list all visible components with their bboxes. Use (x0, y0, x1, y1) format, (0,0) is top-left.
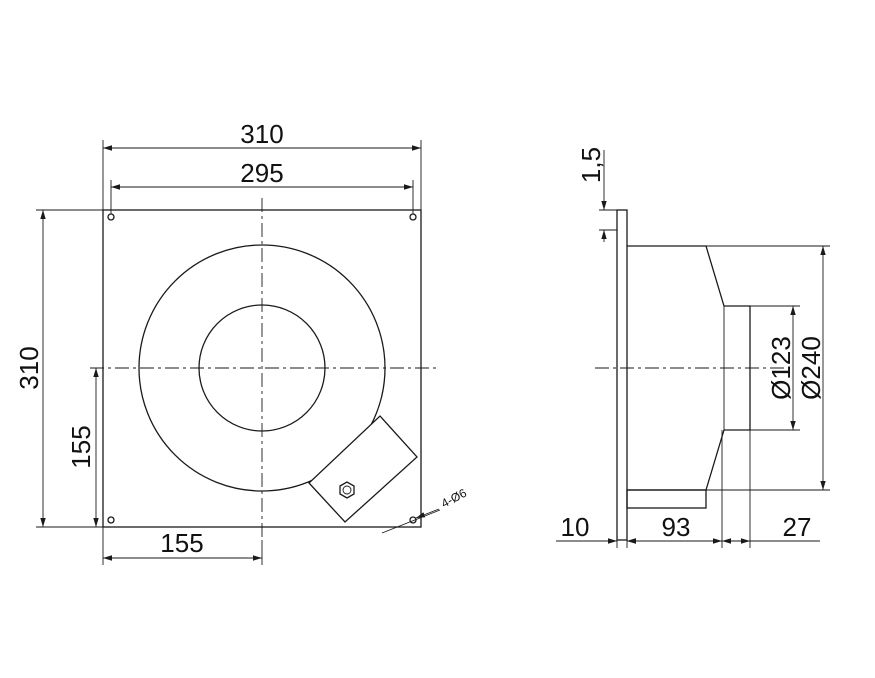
mounting-holes-label: 4-Ø6 (439, 486, 469, 511)
dim-hole-spacing-label: 295 (240, 158, 283, 188)
dim-center-height-label: 155 (66, 425, 96, 468)
dim-center-offset-label: 155 (160, 528, 203, 558)
dim-body-depth-label: 93 (662, 512, 691, 542)
side-view: 1,5 Ø123 Ø240 10 93 27 (556, 147, 830, 548)
front-view: 310 295 310 155 155 4-Ø6 (14, 119, 469, 565)
dim-overall-width-label: 310 (240, 119, 283, 149)
mounting-hole-bottom-left (107, 516, 115, 524)
side-terminal-box (626, 489, 707, 509)
dim-inlet-diameter-label: Ø123 (766, 336, 796, 400)
side-plate (616, 209, 628, 541)
mounting-hole-top-left (107, 213, 115, 221)
dim-plate-thickness-label: 1,5 (576, 147, 606, 183)
terminal-box (308, 415, 418, 523)
cable-gland-nut (339, 481, 355, 499)
hole-leader-line (381, 509, 441, 534)
dim-overall-height-label: 310 (14, 346, 44, 389)
mounting-hole-top-right (409, 213, 417, 221)
dim-housing-diameter-label: Ø240 (796, 336, 826, 400)
dim-outlet-depth-label: 27 (783, 512, 812, 542)
dim-flange-depth-label: 10 (561, 512, 590, 542)
cable-gland-hole (342, 485, 352, 495)
